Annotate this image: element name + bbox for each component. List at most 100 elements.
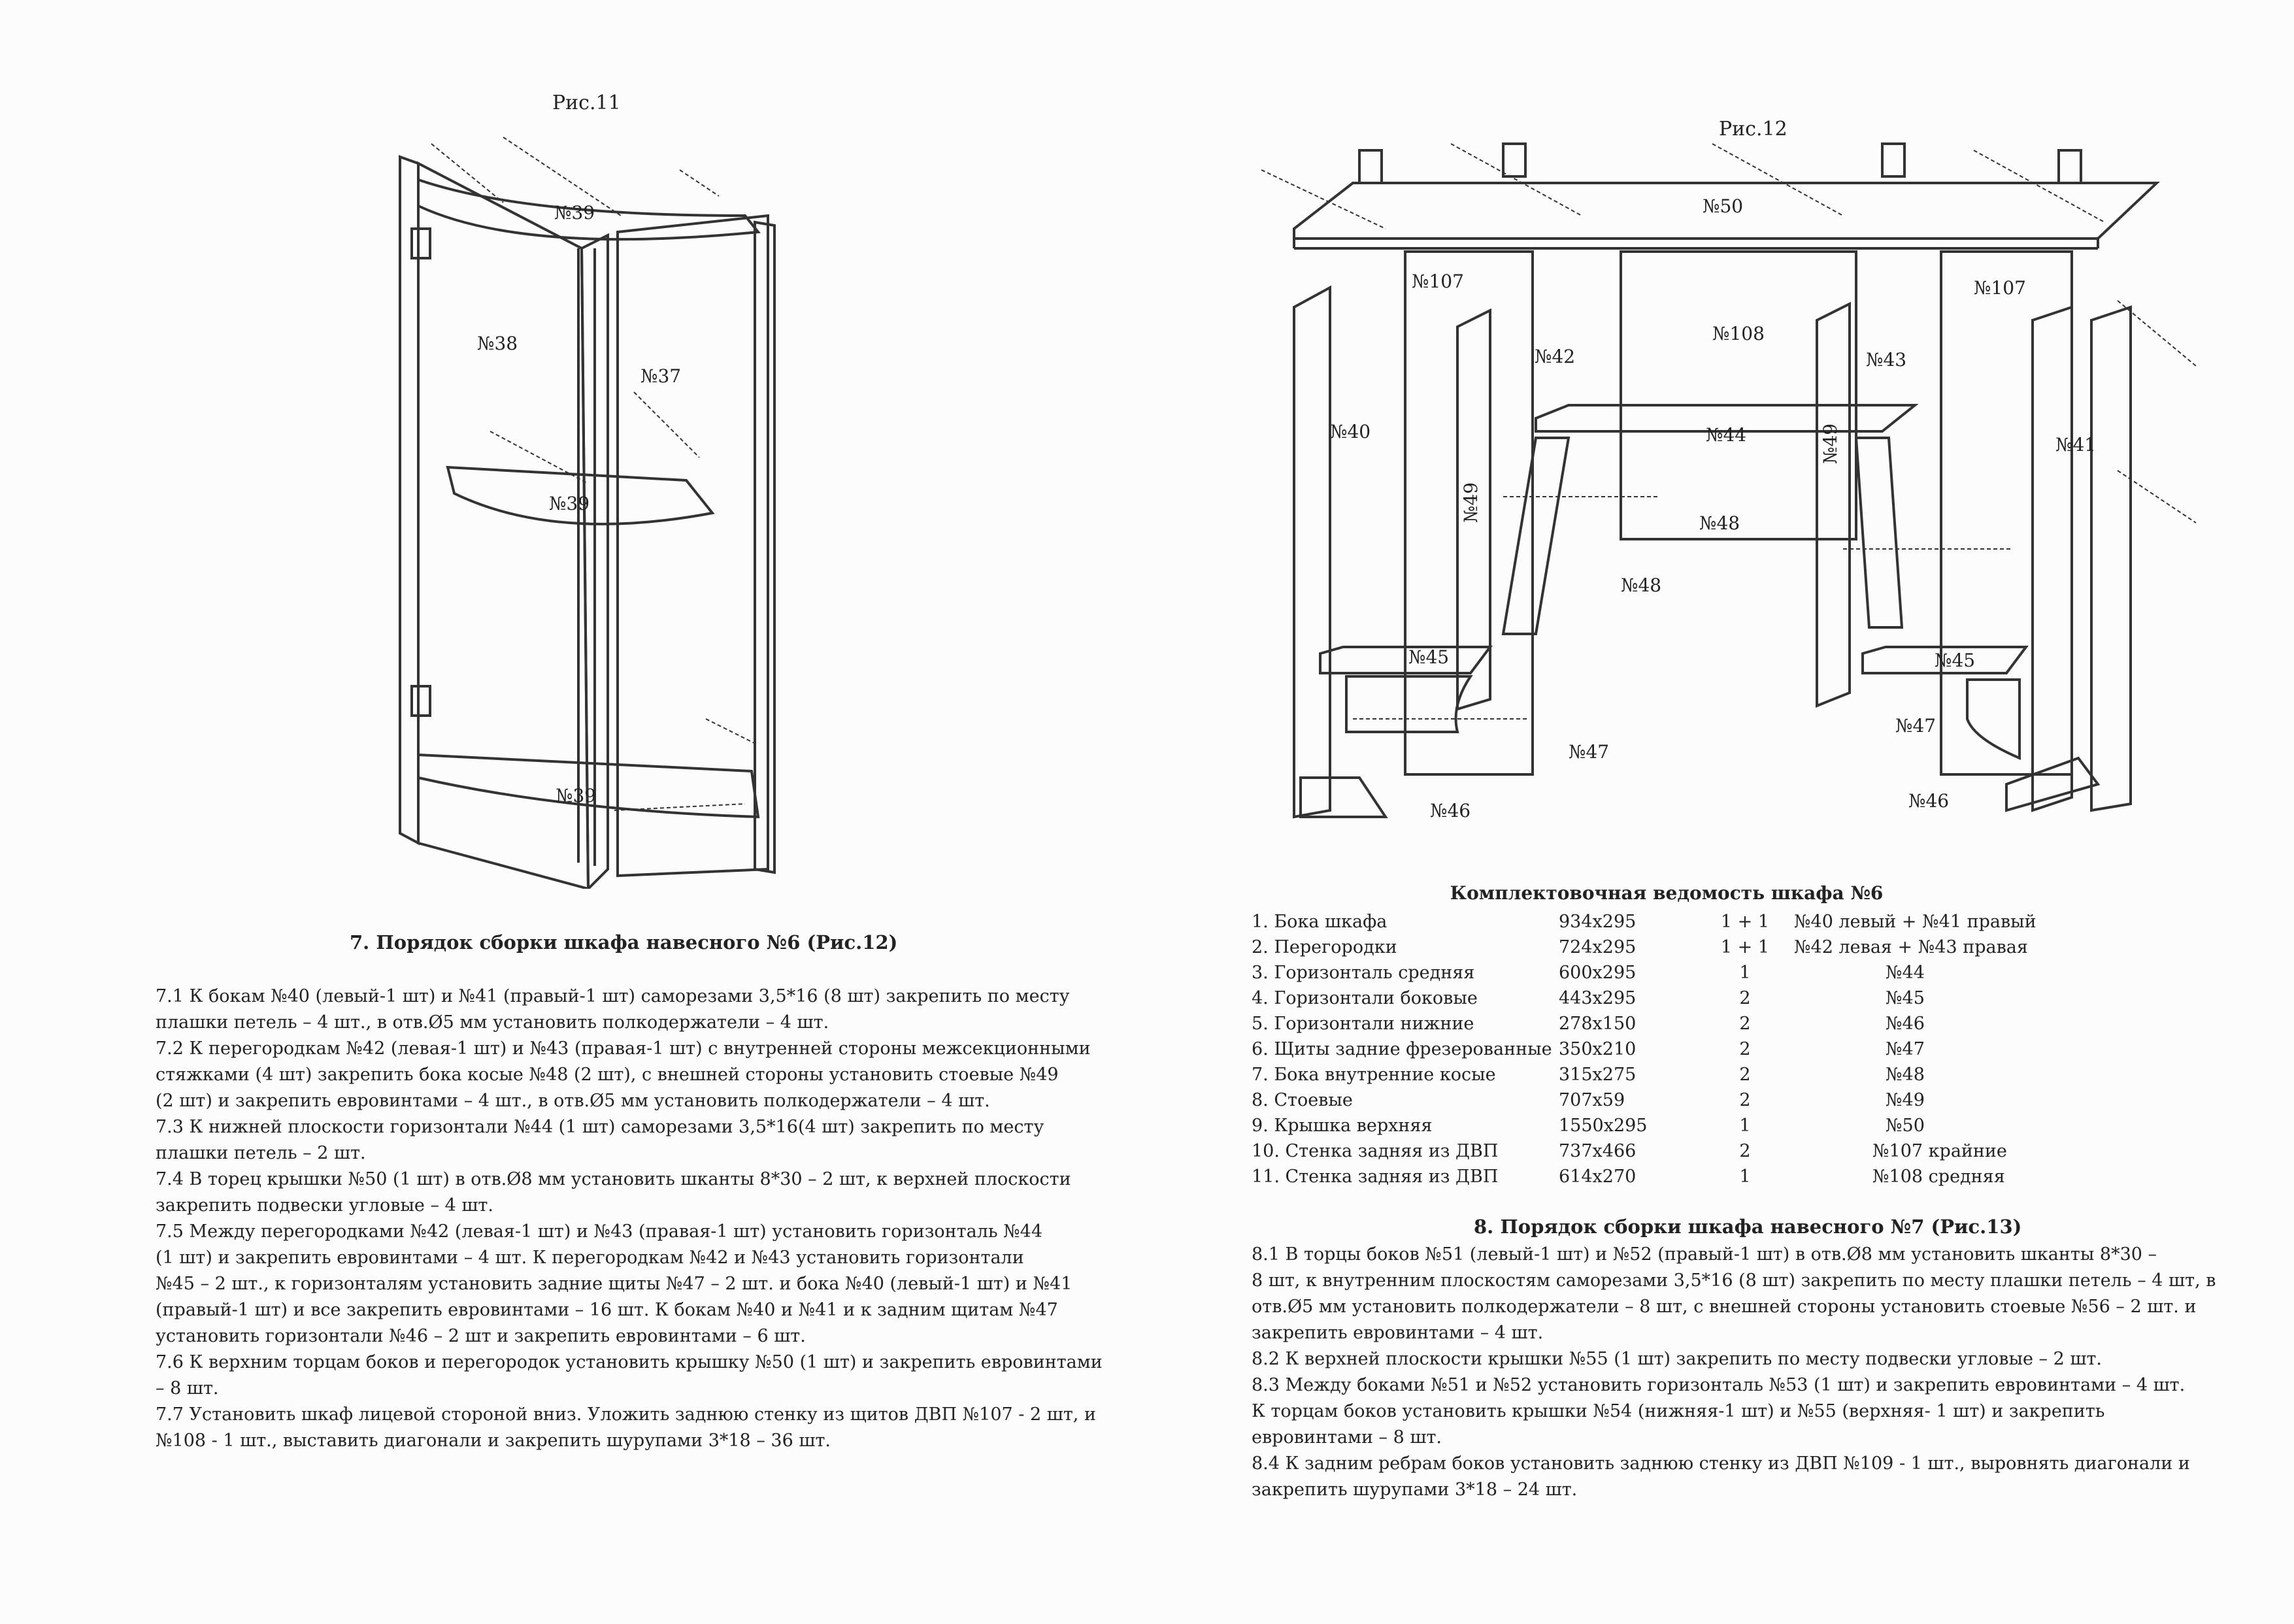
fig12-label-46-right: №46 <box>1908 790 1949 812</box>
fig12-label-49-left: №49 <box>1460 482 1482 523</box>
figure-11-drawing: №39 №38 №37 №39 №39 <box>399 137 776 889</box>
cell: 8. Стоевые <box>1252 1090 1353 1110</box>
fig12-shelf-46-right <box>2005 756 2101 812</box>
s8-line: 8.2 К верхней плоскости крышки №55 (1 шт… <box>1252 1349 2102 1369</box>
table-row: 1. Бока шкафа 934x295 1 + 1 №40 левый + №41… <box>1252 909 2082 935</box>
section-8-body: 8.1 В торцы боков №51 (левый-1 шт) и №52… <box>1252 1242 2216 1503</box>
fig12-label-42: №42 <box>1535 346 1575 367</box>
s7-line: установить горизонтали №46 – 2 шт и закр… <box>156 1326 806 1346</box>
cell: 1 + 1 <box>1720 937 1770 957</box>
s7-line: (правый-1 шт) и все закрепить евровинтам… <box>156 1300 1058 1320</box>
cell: 1 <box>1739 1116 1751 1136</box>
s8-line: отв.Ø5 мм установить полкодержатели – 8 … <box>1252 1297 2197 1317</box>
fig11-back-panel <box>417 161 590 889</box>
cell: №50 <box>1886 1116 1925 1136</box>
section-7-body: 7.1 К бокам №40 (левый-1 шт) и №41 (прав… <box>156 984 1103 1454</box>
fig12-label-48-right: №48 <box>1699 512 1740 534</box>
cell: №42 левая + №43 правая <box>1794 937 2028 957</box>
s8-line: 8 шт, к внутренним плоскостям саморезами… <box>1252 1270 2216 1291</box>
fig12-label-43: №43 <box>1866 349 1906 371</box>
cell: 2 <box>1739 1065 1751 1085</box>
s8-line: 8.3 Между боками №51 и №52 установить го… <box>1252 1375 2186 1395</box>
cell: 1550x295 <box>1559 1116 1648 1136</box>
cell: 10. Стенка задняя из ДВП <box>1252 1141 1499 1161</box>
s8-line: евровинтами – 8 шт. <box>1252 1427 1442 1448</box>
s7-line: – 8 шт. <box>156 1378 219 1399</box>
cell: 614x270 <box>1559 1167 1637 1187</box>
cell: №108 средняя <box>1872 1167 2005 1187</box>
cell: №40 левый + №41 правый <box>1794 912 2036 932</box>
cell: 7. Бока внутренние косые <box>1252 1065 1496 1085</box>
s7-line: (2 шт) и закрепить евровинтами – 4 шт., … <box>156 1091 990 1111</box>
fig12-partition-42 <box>1456 308 1491 711</box>
fig12-label-46-left: №46 <box>1430 800 1471 821</box>
cell: №45 <box>1886 988 1925 1008</box>
fig12-hanger-1 <box>1358 149 1383 184</box>
cell: 4. Горизонтали боковые <box>1252 988 1478 1008</box>
s8-line: 8.4 К задним ребрам боков установить зад… <box>1252 1453 2190 1474</box>
fig12-label-48-left: №48 <box>1621 574 1661 596</box>
cell: 2 <box>1739 1090 1751 1110</box>
s8-line: К торцам боков установить крышки №54 (ни… <box>1252 1401 2105 1421</box>
fig11-shelf-top <box>417 178 761 241</box>
cell: №49 <box>1886 1090 1925 1110</box>
fig12-shelf-45-left <box>1319 646 1493 674</box>
fig12-label-47-right: №47 <box>1895 715 1936 737</box>
fig12-hanger-3 <box>1881 142 1906 178</box>
fig11-left-edge <box>399 155 420 846</box>
fig12-lid <box>1293 182 2161 240</box>
fig11-shelf-bottom <box>417 753 760 819</box>
s7-line: (1 шт) и закрепить евровинтами – 4 шт. К… <box>156 1248 1024 1268</box>
cell: 1 <box>1739 1167 1751 1187</box>
fig12-hanger-4 <box>2057 149 2082 184</box>
cell: 1. Бока шкафа <box>1252 912 1388 932</box>
cell: 3. Горизонталь средняя <box>1252 963 1475 983</box>
fig12-back-left <box>1404 250 1534 776</box>
fig12-back-right <box>1940 250 2073 776</box>
cell: 315x275 <box>1559 1065 1637 1085</box>
fig12-side-41 <box>2031 305 2073 812</box>
cell: 934x295 <box>1559 912 1637 932</box>
cell: 2 <box>1739 1141 1751 1161</box>
cell: 278x150 <box>1559 1014 1637 1034</box>
cell: 1 <box>1739 963 1751 983</box>
s7-line: закрепить подвески угловые – 4 шт. <box>156 1195 493 1216</box>
fig12-shelf-44 <box>1535 404 1919 433</box>
s7-line: 7.3 К нижней плоскости горизонтали №44 (… <box>156 1117 1044 1137</box>
s8-line: закрепить евровинтами – 4 шт. <box>1252 1323 1544 1343</box>
cell: №44 <box>1886 963 1925 983</box>
cell: №46 <box>1886 1014 1925 1034</box>
fig12-label-44: №44 <box>1706 424 1746 446</box>
figure-12-drawing: №50 №107 №107 №108 №42 №43 №40 №41 №44 №… <box>1261 142 2197 821</box>
s7-line: плашки петель – 2 шт. <box>156 1143 366 1163</box>
fig11-label-39-middle: №39 <box>549 493 590 514</box>
figure-11-title: Рис.11 <box>552 91 621 114</box>
cell: №107 крайние <box>1872 1141 2007 1161</box>
fig11-hinge-bottom <box>410 685 431 717</box>
fig12-side-40 <box>1293 285 1331 819</box>
fig12-slant-left <box>1501 437 1571 635</box>
fig12-label-45-left: №45 <box>1408 646 1449 668</box>
fig12-label-41: №41 <box>2055 434 2096 456</box>
fig12-label-40: №40 <box>1330 421 1371 442</box>
s8-line: 8.1 В торцы боков №51 (левый-1 шт) и №52… <box>1252 1244 2157 1265</box>
fig12-shelf-46-left <box>1299 776 1388 818</box>
fig12-hanger-2 <box>1502 142 1527 178</box>
s7-line: №45 – 2 шт., к горизонталям установить з… <box>156 1274 1072 1294</box>
s7-line: 7.1 К бокам №40 (левый-1 шт) и №41 (прав… <box>156 986 1070 1006</box>
cell: 443x295 <box>1559 988 1637 1008</box>
s7-line: 7.6 К верхним торцам боков и перегородок… <box>156 1352 1103 1372</box>
fig12-label-107-right: №107 <box>1974 277 2026 299</box>
spec-table-body: 1. Бока шкафа 934x295 1 + 1 №40 левый + №41… <box>1252 909 2082 1189</box>
fig12-back-middle <box>1620 250 1857 540</box>
cell: 2. Перегородки <box>1252 937 1397 957</box>
cell: 1 + 1 <box>1720 912 1770 932</box>
